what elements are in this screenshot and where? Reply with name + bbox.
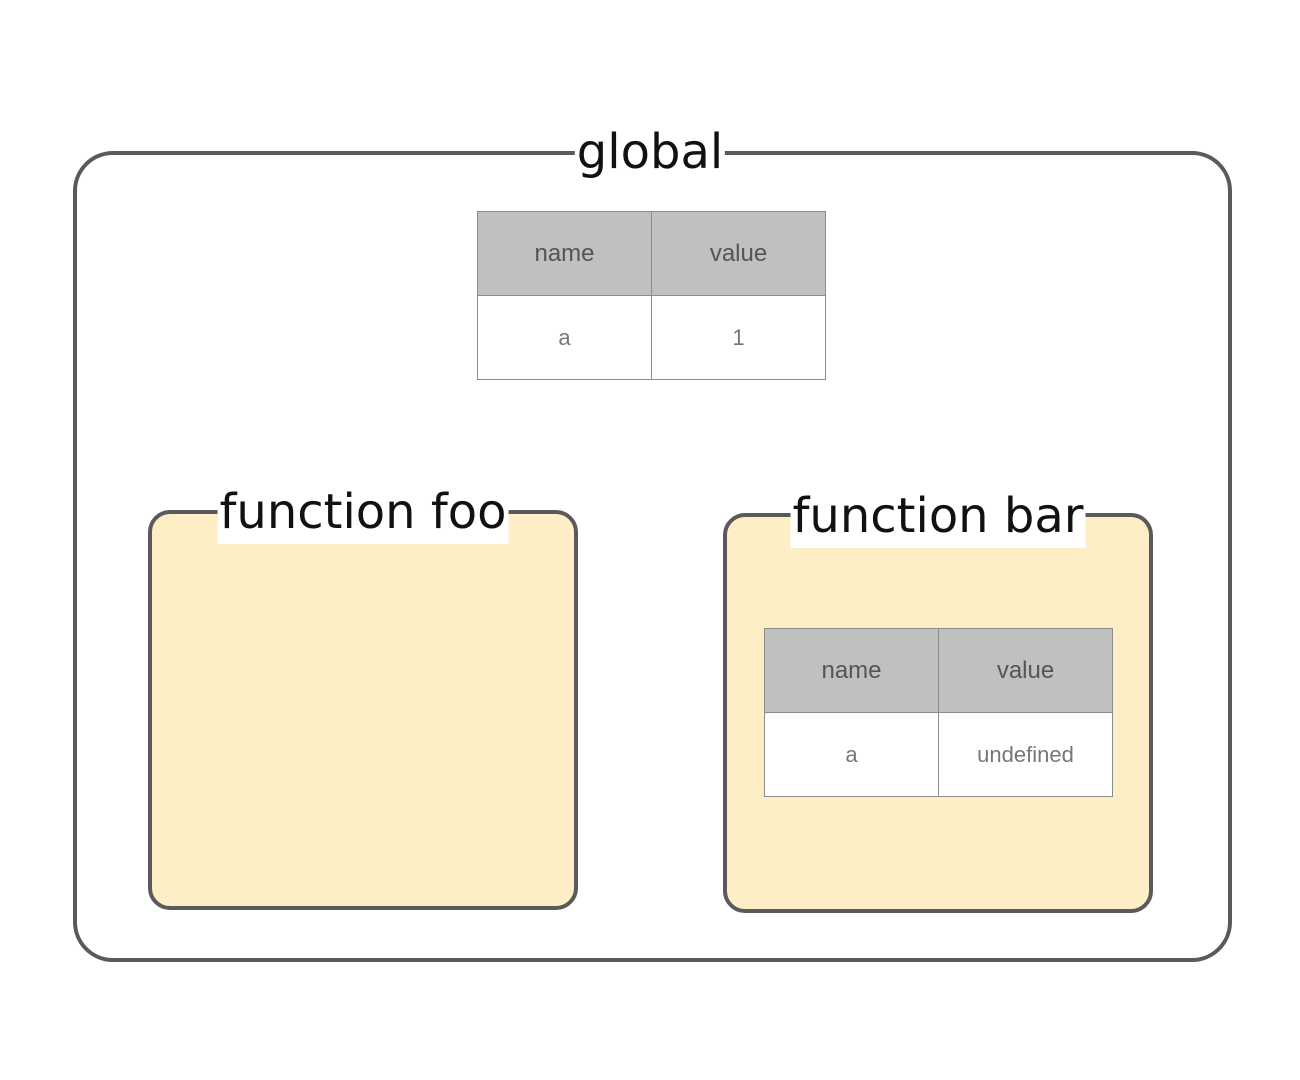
value-column-header: value xyxy=(938,628,1113,713)
bar-variable-table: name value a undefined xyxy=(764,628,1113,797)
variable-value-cell: 1 xyxy=(651,295,826,380)
foo-scope-title: function foo xyxy=(217,484,509,544)
variable-name-cell: a xyxy=(764,712,939,797)
table-header-row: name value xyxy=(764,628,1113,713)
variable-value-cell: undefined xyxy=(938,712,1113,797)
name-column-header: name xyxy=(764,628,939,713)
foo-scope-box xyxy=(148,510,578,910)
bar-scope-title: function bar xyxy=(790,488,1086,548)
table-row: a undefined xyxy=(764,712,1113,797)
table-row: a 1 xyxy=(477,295,826,380)
value-column-header: value xyxy=(651,211,826,296)
global-variable-table: name value a 1 xyxy=(477,211,826,380)
name-column-header: name xyxy=(477,211,652,296)
table-header-row: name value xyxy=(477,211,826,296)
variable-name-cell: a xyxy=(477,295,652,380)
global-scope-title: global xyxy=(574,124,726,180)
